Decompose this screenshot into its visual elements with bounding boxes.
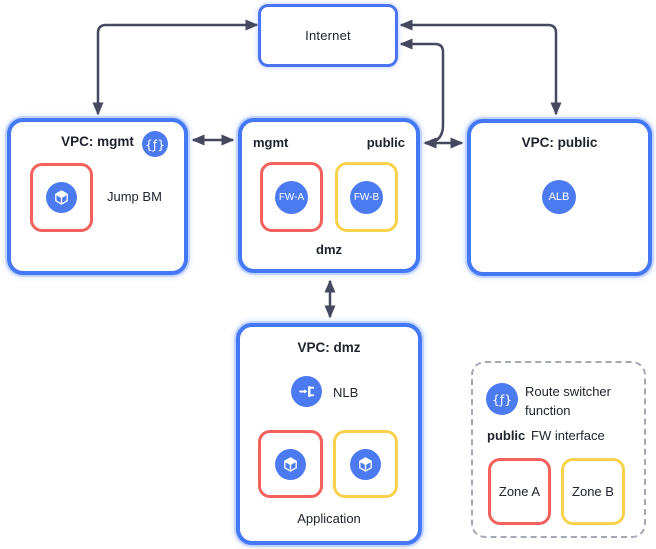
app-zone-b-node	[333, 430, 398, 498]
legend-zone-b: Zone B	[561, 458, 625, 525]
zone-b-label: Zone B	[572, 484, 614, 499]
internet-label: Internet	[305, 28, 351, 43]
internet-node: Internet	[258, 4, 398, 67]
fw-b-circle: FW-B	[350, 180, 383, 214]
edge-internet-vpc-mgmt	[92, 19, 259, 116]
fw-a-node: FW-A	[260, 162, 323, 232]
function-icon: {ƒ}	[142, 131, 168, 157]
legend-route-switcher-label: Route switcher function	[525, 384, 611, 418]
vpc-public-title: VPC: public	[521, 135, 598, 150]
vpc-mgmt-title: VPC: mgmt	[61, 134, 134, 149]
nlb-label: NLB	[333, 385, 359, 400]
alb-node: ALB	[542, 180, 576, 214]
fw-b-label: FW-B	[353, 191, 380, 203]
interface-label-public: public	[366, 135, 405, 150]
app-zone-a-node	[258, 430, 323, 498]
interface-label-mgmt: mgmt	[253, 135, 289, 150]
vpc-mgmt-node: VPC: mgmt {ƒ} Jump BM	[7, 118, 188, 275]
fw-a-circle: FW-A	[275, 180, 308, 214]
vpc-dmz-title: VPC: dmz	[297, 340, 361, 355]
legend-fw-interface-label: FW interface	[531, 428, 605, 443]
fw-b-node: FW-B	[335, 162, 398, 232]
application-label: Application	[297, 511, 361, 526]
load-balancer-icon	[291, 376, 322, 407]
zone-a-label: Zone A	[498, 484, 541, 499]
fw-vpc-node: mgmt public FW-A FW-B dmz	[238, 118, 420, 273]
cube-icon	[275, 448, 306, 480]
alb-label: ALB	[548, 191, 570, 203]
function-glyph: {ƒ}	[144, 136, 166, 152]
legend-zone-a: Zone A	[488, 458, 551, 525]
edge-internet-vpc-public	[399, 19, 562, 116]
interface-label-dmz: dmz	[316, 242, 342, 257]
jump-bm-label: Jump BM	[107, 189, 162, 204]
vpc-public-node: VPC: public ALB	[467, 119, 652, 276]
legend-public-label: public	[487, 428, 526, 443]
fw-a-label: FW-A	[278, 191, 305, 203]
legend: {ƒ} Route switcher function public FW in…	[471, 361, 646, 538]
function-glyph: {ƒ}	[491, 391, 513, 407]
function-icon: {ƒ}	[486, 383, 518, 415]
jump-bm-node	[30, 163, 93, 232]
cube-icon	[350, 448, 381, 480]
vpc-dmz-node: VPC: dmz NLB	[236, 323, 422, 545]
cube-icon	[46, 182, 77, 213]
